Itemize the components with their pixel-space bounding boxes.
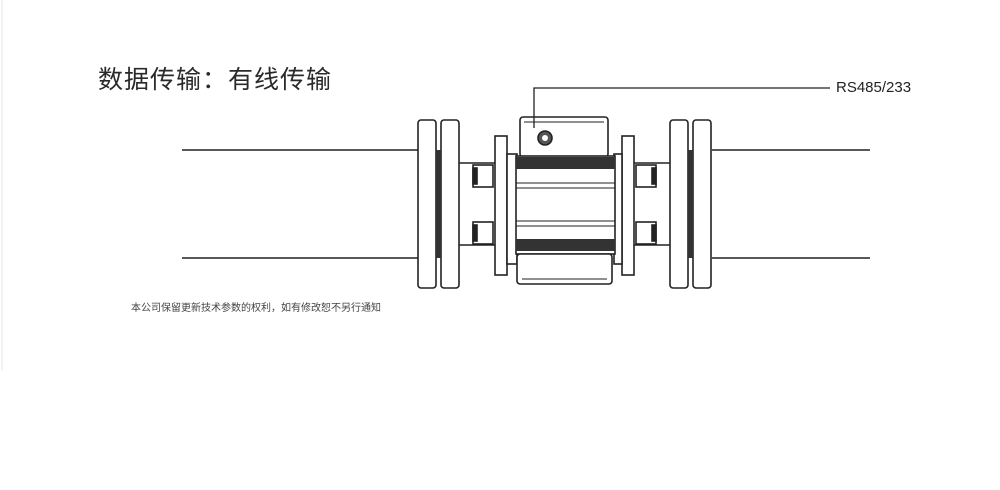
pipe-left bbox=[182, 149, 418, 259]
meter-body bbox=[515, 155, 616, 255]
signal-cable bbox=[533, 87, 830, 128]
page-title: 数据传输：有线传输 bbox=[98, 65, 333, 94]
flange-right bbox=[669, 119, 712, 289]
pipe-right bbox=[712, 149, 870, 259]
flange-left bbox=[417, 119, 460, 289]
transmitter-head bbox=[519, 116, 609, 158]
port-label: RS485/233 bbox=[836, 79, 912, 96]
bottom-cap bbox=[516, 253, 613, 285]
disclaimer-text: 本公司保留更新技术参数的权利，如有修改恕不另行通知 bbox=[131, 303, 381, 314]
bolts bbox=[472, 164, 657, 245]
